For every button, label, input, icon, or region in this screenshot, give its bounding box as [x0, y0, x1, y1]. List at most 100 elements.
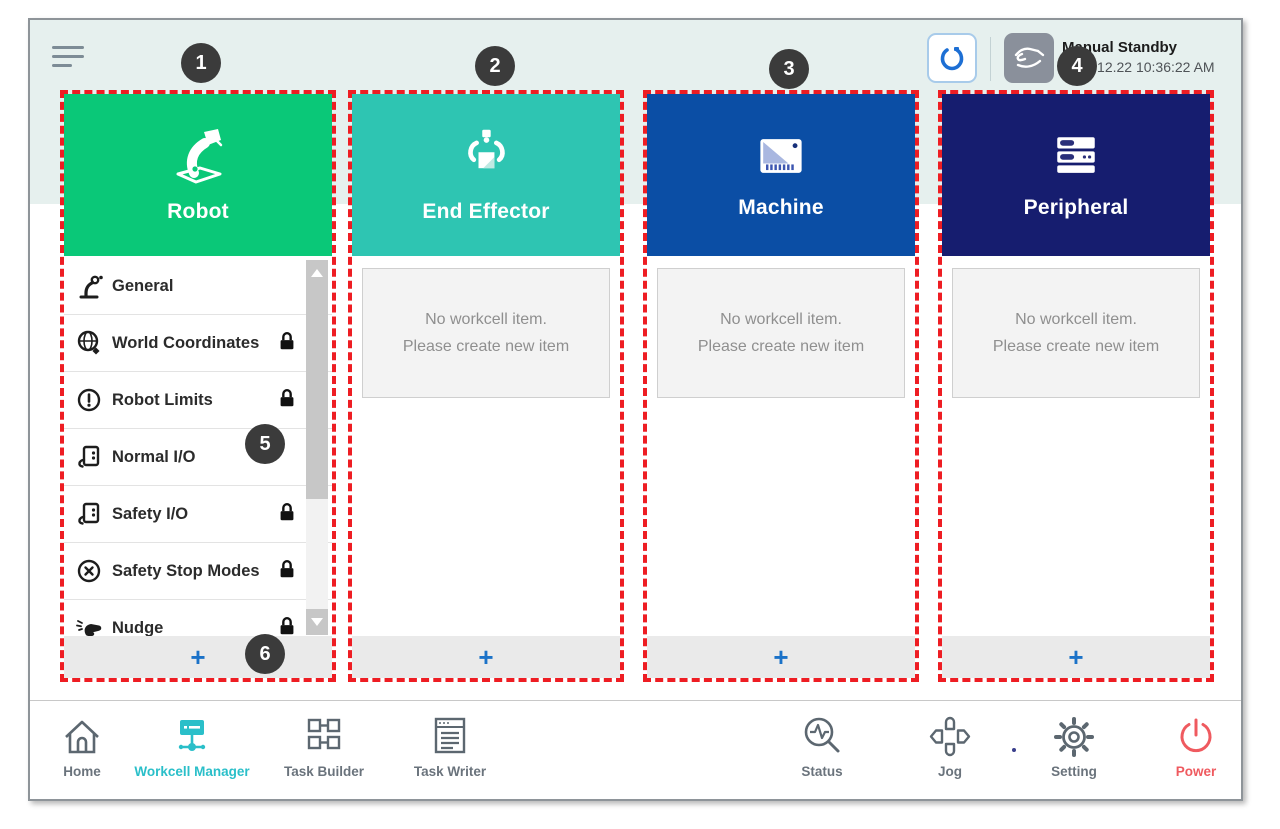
machine-category-header[interactable]: Machine: [647, 94, 915, 256]
callout-5: 5: [245, 424, 285, 464]
empty-state-line2: Please create new item: [402, 338, 570, 355]
gripper-icon: [940, 47, 964, 71]
column-title: Machine: [738, 196, 824, 219]
robot-limits-icon: [74, 386, 104, 414]
workcell-column-peripheral: Peripheral No workcell item. Please crea…: [938, 90, 1214, 682]
safety-stop-icon: [74, 557, 104, 585]
scroll-down-button[interactable]: [306, 609, 328, 635]
robot-list-scrollbar[interactable]: [306, 260, 328, 635]
scroll-up-button[interactable]: [306, 260, 328, 286]
nav-setting[interactable]: Setting: [1024, 710, 1124, 798]
nav-task-writer[interactable]: Task Writer: [390, 710, 510, 798]
plus-icon: +: [773, 642, 789, 672]
menu-item-label: Safety I/O: [112, 504, 189, 523]
manual-mode-button[interactable]: [1004, 33, 1054, 83]
end-effector-icon: [468, 129, 505, 169]
nav-task-builder[interactable]: Task Builder: [264, 710, 384, 798]
empty-state-line1: No workcell item.: [1015, 311, 1137, 328]
menu-item-safety-stop-modes[interactable]: Safety Stop Modes: [64, 543, 332, 600]
empty-state-line2: Please create new item: [697, 338, 865, 355]
workcell-manager-icon: [169, 710, 215, 760]
menu-item-label: General: [112, 276, 174, 295]
plus-icon: +: [478, 642, 494, 672]
robot-gripper-button[interactable]: [927, 33, 977, 83]
machine-column-body: No workcell item. Please create new item…: [647, 258, 915, 678]
end-effector-column-body: No workcell item. Please create new item…: [352, 258, 620, 678]
menu-item-world-coordinates[interactable]: World Coordinates: [64, 315, 332, 372]
robot-category-header[interactable]: Robot: [64, 94, 332, 256]
add-end-effector-item-button[interactable]: +: [352, 636, 620, 678]
nav-jog[interactable]: Jog: [900, 710, 1000, 798]
peripheral-icon: [1057, 137, 1095, 173]
nav-label: Power: [1175, 764, 1217, 779]
nav-label: Jog: [937, 764, 962, 779]
menu-item-robot-limits[interactable]: Robot Limits: [64, 372, 332, 429]
lock-icon: [276, 501, 298, 528]
lock-icon: [276, 615, 298, 637]
nudge-icon: [74, 614, 104, 636]
nav-separator: [30, 700, 1241, 701]
hamburger-menu-icon[interactable]: [52, 46, 86, 70]
lock-icon: [276, 387, 298, 414]
scrollbar-thumb[interactable]: [306, 286, 328, 499]
nav-label: Home: [63, 764, 101, 779]
add-peripheral-item-button[interactable]: +: [942, 636, 1210, 678]
workcell-column-robot: Robot General: [60, 90, 336, 682]
jog-icon: [927, 710, 973, 760]
io-icon: [74, 500, 104, 528]
peripheral-category-header[interactable]: Peripheral: [942, 94, 1210, 256]
header-divider: [990, 37, 991, 81]
nav-status[interactable]: Status: [772, 710, 872, 798]
add-machine-item-button[interactable]: +: [647, 636, 915, 678]
home-icon: [59, 710, 105, 760]
general-icon: [74, 272, 104, 300]
menu-item-label: World Coordinates: [112, 333, 260, 352]
timestamp: 2022.12.22 10:36:22 AM: [1062, 59, 1215, 75]
plus-icon: +: [190, 642, 206, 672]
menu-item-safety-io[interactable]: Safety I/O: [64, 486, 332, 543]
empty-state: No workcell item. Please create new item: [362, 268, 610, 398]
empty-state-line2: Please create new item: [992, 338, 1160, 355]
add-robot-item-button[interactable]: +: [64, 636, 332, 678]
callout-4: 4: [1057, 46, 1097, 86]
nav-power[interactable]: Power: [1146, 710, 1246, 798]
peripheral-column-body: No workcell item. Please create new item…: [942, 258, 1210, 678]
column-title: Peripheral: [1023, 196, 1129, 219]
nav-label: Setting: [1051, 764, 1097, 779]
empty-state: No workcell item. Please create new item: [657, 268, 905, 398]
power-icon: [1173, 710, 1219, 760]
menu-item-label: Safety Stop Modes: [112, 561, 260, 580]
lock-icon: [276, 330, 298, 357]
app-window: Manual Standby 2022.12.22 10:36:22 AM Ro…: [28, 18, 1243, 801]
gear-icon: [1051, 710, 1097, 760]
menu-item-nudge[interactable]: Nudge: [64, 600, 332, 636]
menu-item-label: Nudge: [112, 618, 164, 637]
robot-icon: [176, 129, 223, 184]
menu-item-label: Robot Limits: [112, 390, 213, 409]
workcell-column-machine: Machine No workcell item. Please create …: [643, 90, 919, 682]
machine-icon: [760, 139, 802, 173]
empty-state-line1: No workcell item.: [720, 311, 842, 328]
nav-label: Workcell Manager: [134, 764, 250, 779]
robot-column-body: General World Coordinates: [64, 258, 332, 678]
status-icon: [799, 710, 845, 760]
nav-label: Status: [801, 764, 843, 779]
task-builder-icon: [301, 710, 347, 760]
nav-dot: [1012, 748, 1016, 752]
callout-1: 1: [181, 43, 221, 83]
callout-6: 6: [245, 634, 285, 674]
hand-icon: [1014, 47, 1045, 68]
world-coordinates-icon: [74, 329, 104, 357]
menu-item-general[interactable]: General: [64, 258, 332, 315]
nav-workcell-manager[interactable]: Workcell Manager: [117, 710, 267, 798]
lock-icon: [276, 558, 298, 585]
empty-state-line1: No workcell item.: [425, 311, 547, 328]
nav-label: Task Builder: [283, 764, 365, 779]
menu-item-normal-io[interactable]: Normal I/O: [64, 429, 332, 486]
task-writer-icon: [427, 710, 473, 760]
callout-2: 2: [475, 46, 515, 86]
nav-home[interactable]: Home: [32, 710, 132, 798]
end-effector-category-header[interactable]: End Effector: [352, 94, 620, 256]
workcell-column-end-effector: End Effector No workcell item. Please cr…: [348, 90, 624, 682]
